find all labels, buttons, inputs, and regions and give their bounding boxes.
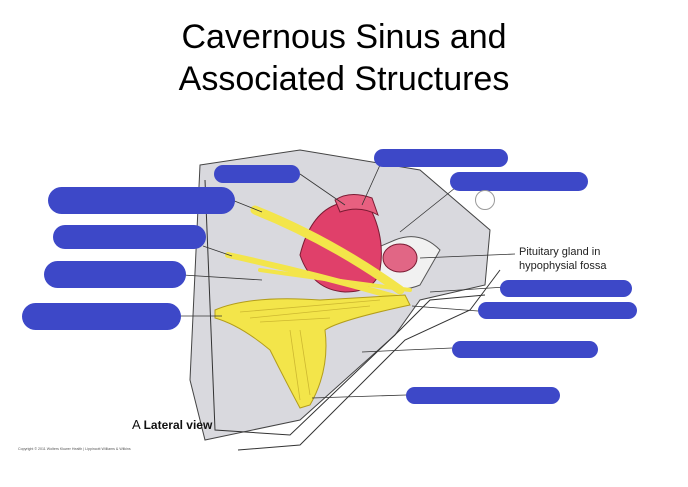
pituitary-label: Pituitary gland in hypophysial fossa <box>519 245 606 273</box>
pituitary-label-line-1: Pituitary gland in <box>519 245 606 259</box>
cursor-ring-icon <box>475 190 495 210</box>
label-mask-4 <box>48 187 235 214</box>
label-mask-1 <box>214 165 300 183</box>
view-letter: A <box>132 417 140 432</box>
view-text: Lateral view <box>144 418 213 432</box>
label-mask-11 <box>406 387 560 404</box>
label-mask-3 <box>450 172 588 191</box>
label-mask-5 <box>53 225 206 249</box>
label-mask-9 <box>478 302 637 319</box>
label-mask-6 <box>44 261 186 288</box>
label-mask-10 <box>452 341 598 358</box>
label-mask-2 <box>374 149 508 167</box>
pituitary-label-line-2: hypophysial fossa <box>519 259 606 273</box>
copyright-text: Copyright © 2011 Wolters Kluwer Health |… <box>18 447 131 451</box>
label-mask-8 <box>500 280 632 297</box>
view-caption: A Lateral view <box>132 417 212 432</box>
pituitary-gland <box>383 244 417 272</box>
label-mask-7 <box>22 303 181 330</box>
